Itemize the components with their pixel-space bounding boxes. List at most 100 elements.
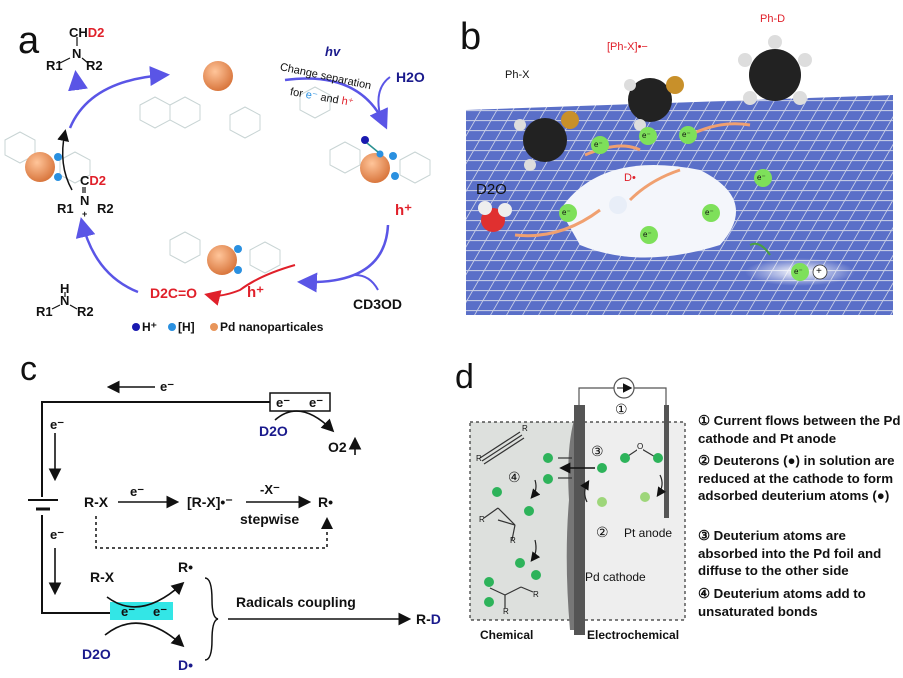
d2o-label: D2O xyxy=(476,181,507,198)
cell-boundary xyxy=(469,421,686,621)
ph-d-molecule xyxy=(738,35,812,105)
ph-d-label: Ph-D xyxy=(760,13,786,25)
step-2-marker: ② xyxy=(596,524,609,540)
r-radical-label: R• xyxy=(178,559,194,575)
electrochemical-label: Electrochemical xyxy=(587,628,680,642)
electron-label: e⁻ xyxy=(160,379,175,394)
amine-r2: R2 xyxy=(77,304,94,319)
electron-label: e⁻ xyxy=(757,173,766,182)
hole-label-bottom: h⁺ xyxy=(247,284,265,301)
legend-h-plus: H⁺ xyxy=(142,320,157,334)
amine-r1: R1 xyxy=(36,304,53,319)
r-group: R xyxy=(510,536,516,545)
hole-label-right: h⁺ xyxy=(395,202,413,219)
ph-x-radical-molecule xyxy=(624,76,684,131)
amine-n: N xyxy=(60,293,70,308)
addition-arrow-1 xyxy=(530,479,541,499)
h2o-label: H2O xyxy=(396,69,425,85)
chemical-label: Chemical xyxy=(480,628,534,642)
atom-r2: R2 xyxy=(86,58,103,73)
step-3-marker: ③ xyxy=(591,443,604,459)
pd-cathode-label: Pd cathode xyxy=(585,570,646,584)
electron-label: e⁻ xyxy=(705,208,714,217)
pd-nanoparticle-right xyxy=(360,153,390,183)
pd-nanoparticle-top xyxy=(203,61,233,91)
d2o-bottom-label: D2O xyxy=(82,646,111,662)
adsorbed-h-dots xyxy=(54,150,399,274)
rx-reduction-arrow xyxy=(106,581,185,608)
legend-step-3: ③ Deuterium atoms are absorbed into the … xyxy=(698,528,882,578)
r-group: R xyxy=(533,590,539,599)
formaldehyde-label: D2C=O xyxy=(150,285,198,301)
legend-h-dot xyxy=(168,323,176,331)
oxygen-atom: O xyxy=(637,442,644,451)
iminium-r2: R2 xyxy=(97,201,114,216)
anode-electron: e⁻ xyxy=(276,395,291,410)
atom-r1: R1 xyxy=(46,58,63,73)
legend-step-1: ① Current flows between the Pd cathode a… xyxy=(698,413,901,446)
r-d-product: R-D xyxy=(416,611,441,627)
hv-label: hv xyxy=(325,44,341,59)
r-group: R xyxy=(479,515,485,524)
pt-anode-label: Pt anode xyxy=(624,526,673,540)
product-release-arrow xyxy=(68,70,88,92)
legend-pd: Pd nanoparticales xyxy=(220,320,324,334)
atom-n: N xyxy=(72,46,82,61)
iminium-charge: + xyxy=(82,209,88,219)
pd-nanoparticle-bottom xyxy=(207,245,237,275)
pt-anode-bar xyxy=(664,405,669,518)
step-4-marker: ④ xyxy=(508,469,521,485)
deuterium-atoms xyxy=(484,453,663,607)
step-1-marker: ① xyxy=(615,401,628,417)
iminium-n: N xyxy=(80,193,90,208)
panel-b-graphics xyxy=(466,0,893,315)
recombination-arrow xyxy=(656,474,667,497)
legend-h: [H] xyxy=(178,320,195,334)
cd3od-input-arrow xyxy=(354,274,379,291)
transfer-arrows xyxy=(514,122,751,238)
stepwise-label: stepwise xyxy=(240,511,300,527)
r-radical-label: R• xyxy=(318,494,334,510)
o2-label: O2 xyxy=(328,439,347,455)
radicals-coupling-label: Radicals coupling xyxy=(236,594,356,610)
legend-step-2: ② Deuterons (●) in solution are reduced … xyxy=(698,453,895,503)
hole-oxidation-arrow xyxy=(204,264,296,306)
alkyne-bond xyxy=(479,431,521,459)
brace xyxy=(204,577,219,661)
panel-d-label: d xyxy=(455,358,474,396)
electron-label: e⁻ xyxy=(594,140,603,149)
transfer-arrow xyxy=(57,129,73,191)
circuit-wire-bottom xyxy=(41,515,110,614)
electron-label: e⁻ xyxy=(642,131,651,140)
addition-arrow-2 xyxy=(530,539,541,562)
hole-circle xyxy=(812,264,828,280)
amine-h: H xyxy=(60,281,70,296)
halide-loss-label: -X⁻ xyxy=(260,482,280,497)
electrons xyxy=(559,126,809,281)
d-radical-label: D• xyxy=(624,172,636,184)
cathode-electron: e⁻ xyxy=(121,604,136,619)
anode-electron: e⁻ xyxy=(309,395,324,410)
surface-vacancy xyxy=(560,165,736,258)
r-group: R xyxy=(503,607,509,616)
electron-label: e⁻ xyxy=(130,484,145,499)
electron-label: e⁻ xyxy=(794,267,803,276)
panel-a-graphics xyxy=(4,37,431,331)
oxidation-arrow xyxy=(274,410,335,433)
d2o-top-label: D2O xyxy=(259,423,288,439)
cycle-arrow-bottom-right xyxy=(297,224,390,293)
legend-step-4: ④ Deuterium atoms add to unsaturated bon… xyxy=(698,586,866,619)
radical-anion-label: [Ph-X]•− xyxy=(607,41,648,53)
pd-cathode-bar xyxy=(574,405,585,635)
rx-label: R-X xyxy=(84,494,109,510)
panel-c-label: c xyxy=(20,350,37,388)
iminium-r1: R1 xyxy=(57,201,74,216)
legend-pd-dot xyxy=(210,323,218,331)
chemical-compartment xyxy=(470,422,575,620)
d-atom xyxy=(609,196,627,214)
cycle-arrow-top-right xyxy=(284,77,388,130)
bond-lines xyxy=(51,37,89,310)
deuterons xyxy=(597,492,650,507)
r-group: R xyxy=(476,454,482,463)
